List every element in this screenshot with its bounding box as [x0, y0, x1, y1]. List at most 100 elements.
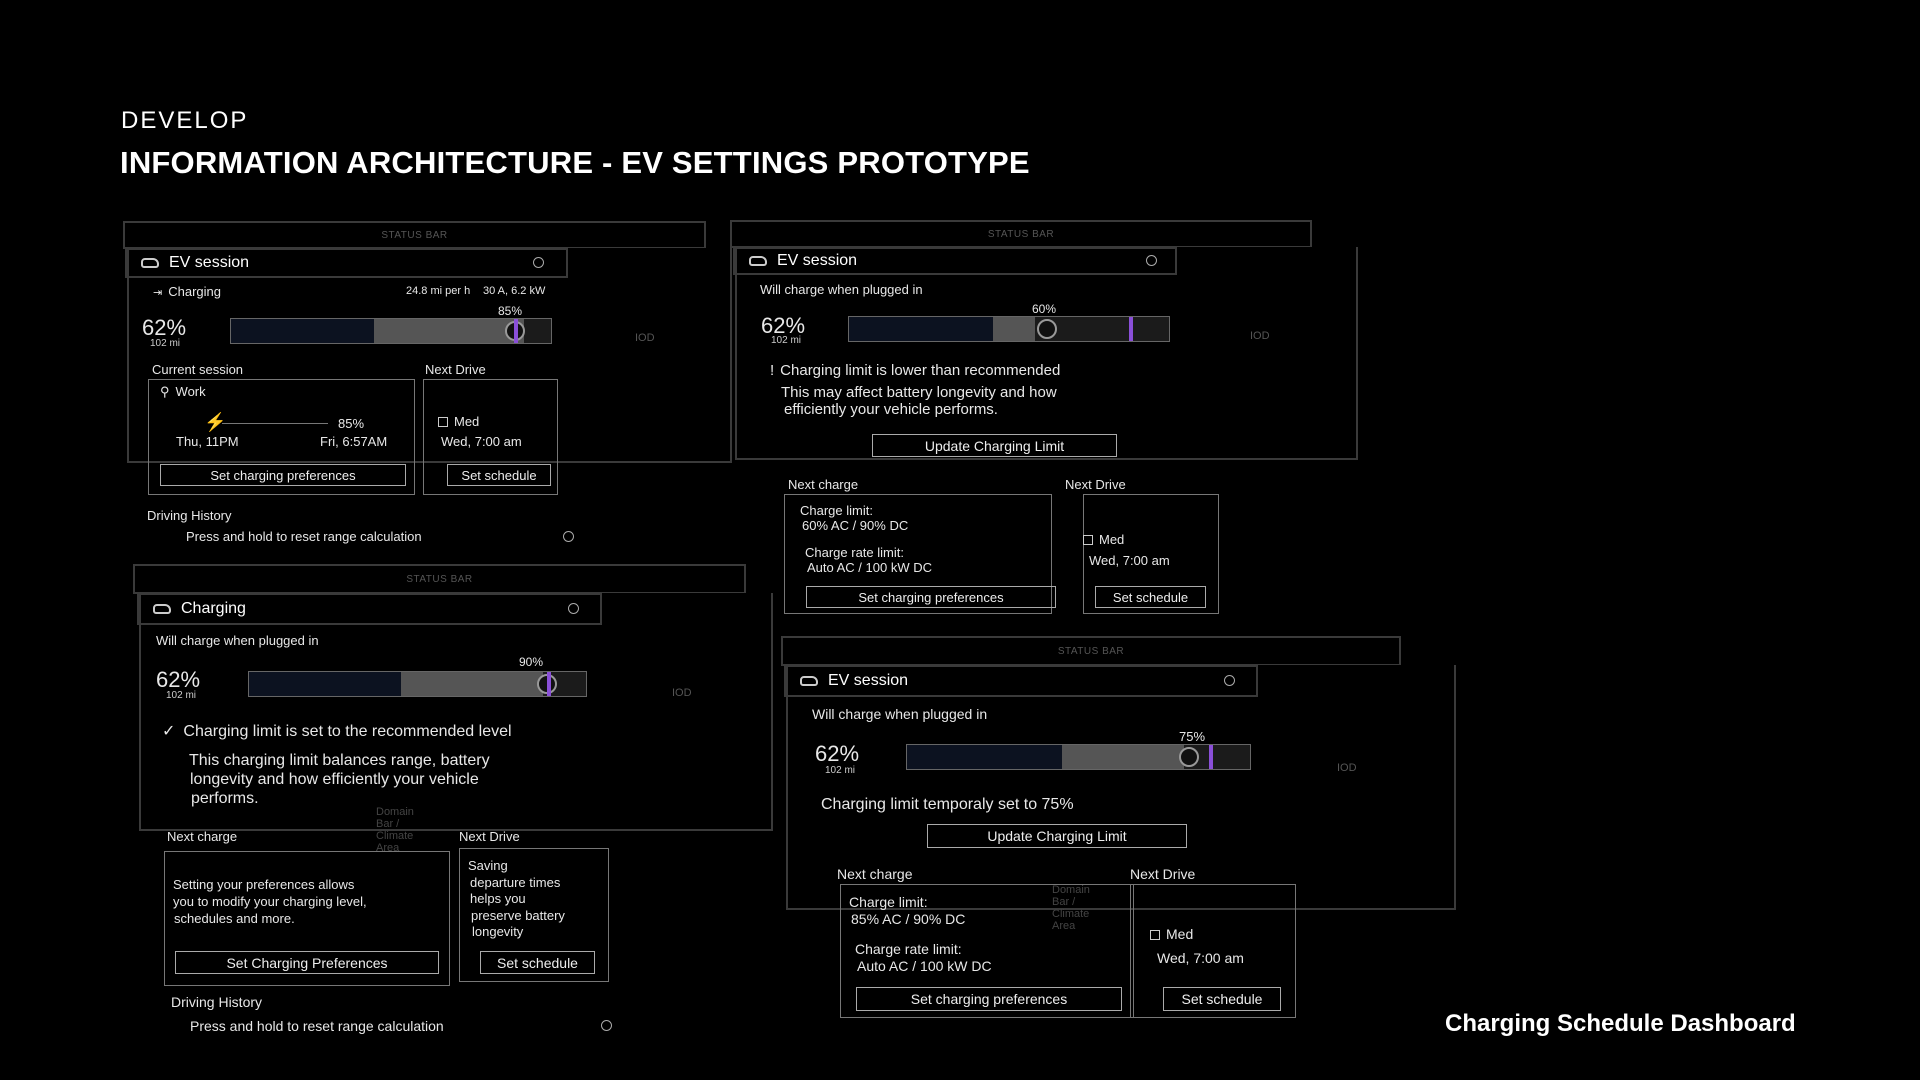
update-charging-limit-button[interactable]: Update Charging Limit: [927, 824, 1187, 848]
iod-label: IOD: [672, 687, 692, 699]
domain-bar: Domain Bar / Climate Area: [1052, 884, 1090, 932]
set-schedule-button[interactable]: Set schedule: [447, 464, 551, 486]
warning-text: Charging limit is lower than recommended: [780, 362, 1061, 379]
set-schedule-button[interactable]: Set schedule: [1163, 987, 1281, 1011]
will-charge-label: Will charge when plugged in: [156, 633, 319, 648]
warning-detail-line: efficiently your vehicle performs.: [784, 401, 998, 418]
check-icon: ✓: [162, 723, 176, 740]
battery-range: 102 mi: [166, 690, 197, 701]
next-drive-card: [459, 848, 609, 982]
info-icon[interactable]: [563, 531, 574, 542]
charge-limit-label: Charge limit:: [800, 503, 873, 518]
will-charge-label: Will charge when plugged in: [812, 706, 988, 722]
warning-detail-line: This may affect battery longevity and ho…: [781, 384, 1057, 401]
charge-limit-value: 60% AC / 90% DC: [802, 518, 909, 533]
set-charging-preferences-button[interactable]: Set charging preferences: [160, 464, 406, 486]
drive-info-line: helps you: [470, 891, 526, 906]
session-end: Fri, 6:57AM: [320, 434, 388, 449]
charging-header: Charging: [137, 593, 602, 625]
update-charging-limit-button[interactable]: Update Charging Limit: [872, 434, 1117, 457]
battery-bar[interactable]: [906, 744, 1251, 770]
prefs-info-line: you to modify your charging level,: [173, 894, 367, 909]
iod-label: IOD: [1337, 762, 1357, 774]
drive-mode-text: Med: [1099, 532, 1125, 547]
check-detail-line: performs.: [191, 790, 259, 807]
charge-limit-label: Charge limit:: [849, 894, 928, 910]
drive-mode-text: Med: [454, 414, 480, 429]
main-window: [735, 247, 1358, 460]
check-detail-line: longevity and how efficiently your vehic…: [190, 771, 479, 788]
charge-rate: 24.8 mi per h: [406, 285, 471, 297]
rate-limit-value: Auto AC / 100 kW DC: [857, 958, 992, 974]
session-start: Thu, 11PM: [176, 434, 239, 449]
car-icon: [749, 256, 767, 266]
pin-icon: ⚲: [160, 384, 170, 399]
next-drive-label: Next Drive: [425, 362, 486, 377]
page-title: INFORMATION ARCHITECTURE - EV SETTINGS P…: [120, 145, 1030, 180]
drive-info-line: Saving: [468, 858, 508, 873]
prefs-info-line: schedules and more.: [174, 911, 295, 926]
set-schedule-button[interactable]: Set schedule: [1095, 586, 1206, 608]
next-charge-card: [840, 884, 1134, 1018]
driving-history-label: Driving History: [171, 994, 263, 1010]
reset-range-text[interactable]: Press and hold to reset range calculatio…: [190, 1018, 444, 1034]
set-schedule-button[interactable]: Set schedule: [480, 951, 595, 974]
limit-slider-knob[interactable]: [1179, 747, 1199, 767]
charging-title: Charging: [181, 600, 246, 617]
status-bar: STATUS BAR: [133, 564, 746, 594]
warning-icon: !: [770, 362, 775, 379]
main-window: [786, 665, 1456, 910]
battery-range: 102 mi: [150, 338, 181, 349]
drive-time: Wed, 7:00 am: [1157, 950, 1244, 966]
battery-range: 102 mi: [825, 765, 856, 776]
next-drive-label: Next Drive: [459, 829, 520, 844]
status-bar: STATUS BAR: [123, 221, 706, 249]
car-icon: [141, 258, 159, 268]
footer-caption: Charging Schedule Dashboard: [1445, 1010, 1796, 1037]
info-icon[interactable]: [1146, 255, 1157, 266]
ev-session-title: EV session: [828, 672, 909, 689]
temporary-limit-message: Charging limit temporaly set to 75%: [821, 796, 1074, 813]
drive-info-line: preserve battery: [471, 908, 565, 923]
battery-percent: 62%: [761, 313, 806, 338]
charging-label: ⇥Charging: [153, 284, 221, 299]
battery-bar[interactable]: [248, 671, 587, 697]
next-charge-label: Next charge: [167, 829, 238, 844]
set-charging-preferences-button[interactable]: Set charging preferences: [806, 586, 1056, 608]
warning-title: ! Charging limit is lower than recommende…: [770, 362, 1060, 379]
ev-session-title: EV session: [777, 252, 858, 269]
check-detail-line: This charging limit balances range, batt…: [189, 752, 490, 769]
next-charge-label: Next charge: [788, 477, 859, 492]
battery-bar[interactable]: [848, 316, 1170, 342]
iod-label: IOD: [635, 332, 655, 344]
limit-slider-knob[interactable]: [1037, 319, 1057, 339]
status-bar: STATUS BAR: [730, 220, 1312, 248]
set-charging-preferences-button[interactable]: Set charging preferences: [856, 987, 1122, 1011]
main-window: [139, 593, 773, 831]
info-icon[interactable]: [601, 1020, 612, 1031]
location-text: Work: [175, 384, 206, 399]
info-icon[interactable]: [533, 257, 544, 268]
ev-session-header: EV session: [784, 665, 1258, 697]
battery-bar[interactable]: [230, 318, 552, 344]
section-kicker: DEVELOP: [121, 107, 249, 134]
next-drive-card: [1083, 494, 1219, 614]
charging-text: Charging: [168, 284, 221, 299]
mode-icon: [438, 417, 448, 427]
limit-label: 60%: [1032, 302, 1057, 316]
ev-session-header: EV session: [125, 248, 568, 278]
next-drive-card: [423, 379, 558, 495]
next-charge-card: [784, 494, 1052, 614]
info-icon[interactable]: [568, 603, 579, 614]
drive-time: Wed, 7:00 am: [1089, 553, 1170, 568]
set-charging-preferences-button[interactable]: Set Charging Preferences: [175, 951, 439, 974]
reset-range-text[interactable]: Press and hold to reset range calculatio…: [186, 529, 422, 544]
charge-power: 30 A, 6.2 kW: [483, 285, 546, 297]
info-icon[interactable]: [1224, 675, 1235, 686]
drive-mode: Med: [1083, 532, 1124, 547]
location-label: ⚲ Work: [160, 384, 206, 400]
drive-info-line: departure times: [470, 875, 561, 890]
car-icon: [800, 676, 818, 686]
check-message: ✓Charging limit is set to the recommende…: [162, 721, 512, 741]
status-bar: STATUS BAR: [781, 636, 1401, 666]
